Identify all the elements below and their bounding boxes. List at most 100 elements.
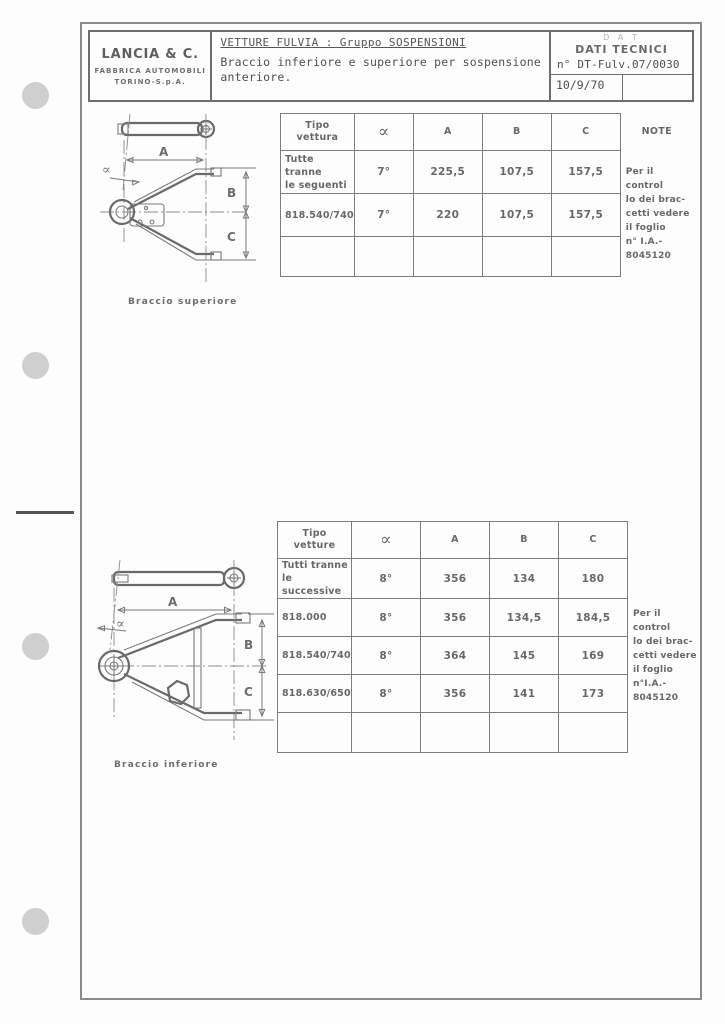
cell-c bbox=[558, 712, 628, 753]
svg-text:A: A bbox=[168, 595, 178, 609]
cell-tipo-vettura: 818.540/740 bbox=[277, 636, 352, 675]
cell-c: 180 bbox=[558, 558, 628, 599]
caption-braccio-superiore: Braccio superiore bbox=[128, 297, 238, 307]
cell-alpha: 8° bbox=[351, 598, 421, 637]
punch-hole bbox=[22, 352, 49, 379]
cell-c: 157,5 bbox=[550, 150, 621, 194]
description-line-1: Braccio inferiore e superiore per sospen… bbox=[220, 55, 541, 69]
cell-c: 184,5 bbox=[558, 598, 628, 637]
description-heading: VETTURE FULVIA : Gruppo SOSPENSIONI bbox=[220, 36, 467, 49]
doc-type-label: DATI TECNICI bbox=[575, 43, 668, 56]
col-header-note: NOTE bbox=[641, 126, 672, 137]
col-header-alpha: ∝ bbox=[351, 521, 421, 559]
cell-a bbox=[412, 236, 483, 277]
col-header-note bbox=[628, 522, 702, 559]
svg-text:B: B bbox=[244, 638, 253, 652]
punch-hole bbox=[22, 633, 49, 660]
punch-hole bbox=[22, 82, 49, 109]
cell-tipo-vettura: 818.630/650 bbox=[277, 674, 352, 713]
cell-alpha: 8° bbox=[351, 674, 421, 713]
table-row bbox=[277, 712, 702, 753]
dat-watermark: D A T bbox=[603, 33, 640, 42]
svg-text:B: B bbox=[227, 186, 236, 200]
col-header-a: A bbox=[412, 113, 483, 151]
cell-b bbox=[481, 236, 552, 277]
cell-b: 145 bbox=[489, 636, 559, 675]
description-block: VETTURE FULVIA : Gruppo SOSPENSIONI Brac… bbox=[212, 32, 551, 100]
svg-text:∝: ∝ bbox=[116, 617, 125, 632]
col-header-a: A bbox=[420, 521, 490, 559]
dimension-C: C bbox=[227, 210, 250, 260]
cell-tipo-vettura: 818.000 bbox=[277, 598, 352, 637]
dimension-C: C bbox=[244, 664, 266, 718]
cell-a: 364 bbox=[420, 636, 490, 675]
cell-note: Per il control lo dei brac- cetti vedere… bbox=[625, 166, 690, 261]
col-header-alpha: ∝ bbox=[353, 113, 414, 151]
cell-b: 107,5 bbox=[481, 150, 552, 194]
table-row: Tutti tranne le successive 8° 356 134 18… bbox=[277, 558, 702, 703]
margin-dash-mark bbox=[16, 511, 74, 514]
table-row: Tutte tranne le seguenti 7° 225,5 107,5 … bbox=[280, 150, 693, 261]
a-arm-body bbox=[108, 167, 222, 261]
cell-alpha bbox=[351, 712, 421, 753]
description-line-2: anteriore. bbox=[220, 70, 292, 84]
table-row: 818.630/650 8° 356 141 173 bbox=[277, 674, 702, 713]
doc-type-block: D A T DATI TECNICI bbox=[551, 32, 692, 56]
manufacturer-line-3: TORINO-S.p.A. bbox=[114, 77, 186, 86]
cell-a: 356 bbox=[420, 598, 490, 637]
cell-c bbox=[550, 236, 621, 277]
cell-a bbox=[420, 712, 490, 753]
cell-tipo-vettura: 818.540/740 bbox=[280, 193, 355, 237]
cell-tipo-vettura: Tutti tranne le successive bbox=[277, 558, 352, 599]
cell-b: 134,5 bbox=[489, 598, 559, 637]
table-row bbox=[280, 236, 693, 277]
dimension-B: B bbox=[227, 170, 250, 214]
document-id-block: D A T DATI TECNICI n° DT-Fulv.07/0030 10… bbox=[550, 32, 692, 100]
dimension-A: A bbox=[116, 595, 233, 614]
svg-text:A: A bbox=[159, 145, 169, 159]
cell-c: 157,5 bbox=[550, 193, 621, 237]
svg-text:C: C bbox=[244, 685, 253, 699]
document-frame bbox=[80, 22, 702, 1000]
date-row: 10/9/70 bbox=[551, 75, 692, 100]
col-header-c: C bbox=[558, 521, 628, 559]
document-number: n° DT-Fulv.07/0030 bbox=[550, 56, 692, 75]
cell-tipo-vettura: Tutte tranne le seguenti bbox=[280, 150, 355, 194]
cell-alpha bbox=[353, 236, 414, 277]
angle-alpha: ∝ bbox=[96, 617, 127, 632]
cell-a: 356 bbox=[420, 558, 490, 599]
cell-note: Per il control lo dei brac- cetti vedere… bbox=[633, 608, 697, 703]
manufacturer-line-2: FABBRICA AUTOMOBILI bbox=[94, 66, 206, 75]
svg-text:C: C bbox=[227, 230, 236, 244]
revision-blank-cell bbox=[623, 75, 692, 100]
drawing-braccio-superiore: A ∝ bbox=[96, 112, 281, 287]
svg-text:∝: ∝ bbox=[102, 163, 111, 178]
cell-b bbox=[489, 712, 559, 753]
table-row: 818.000 8° 356 134,5 184,5 bbox=[277, 598, 702, 637]
cell-c: 173 bbox=[558, 674, 628, 713]
upper-link-bar bbox=[117, 119, 216, 139]
cell-c: 169 bbox=[558, 636, 628, 675]
cell-b: 107,5 bbox=[481, 193, 552, 237]
dimension-B: B bbox=[244, 618, 266, 668]
cell-a: 225,5 bbox=[412, 150, 483, 194]
col-header-c: C bbox=[550, 113, 621, 151]
cell-tipo-vettura bbox=[280, 236, 355, 277]
brand-name: LANCIA & C. bbox=[101, 46, 199, 62]
kingpin-axis bbox=[122, 113, 131, 191]
table-row: 818.540/740 8° 364 145 169 bbox=[277, 636, 702, 675]
dimension-A: A bbox=[125, 145, 205, 164]
lower-link-bar bbox=[111, 566, 246, 590]
cell-tipo-vettura bbox=[277, 712, 352, 753]
cell-alpha: 7° bbox=[353, 193, 414, 237]
cell-alpha: 8° bbox=[351, 636, 421, 675]
col-header-b: B bbox=[489, 521, 559, 559]
a-arm-body bbox=[97, 612, 251, 721]
cell-b: 134 bbox=[489, 558, 559, 599]
punch-hole bbox=[22, 908, 49, 935]
cell-alpha: 7° bbox=[353, 150, 414, 194]
